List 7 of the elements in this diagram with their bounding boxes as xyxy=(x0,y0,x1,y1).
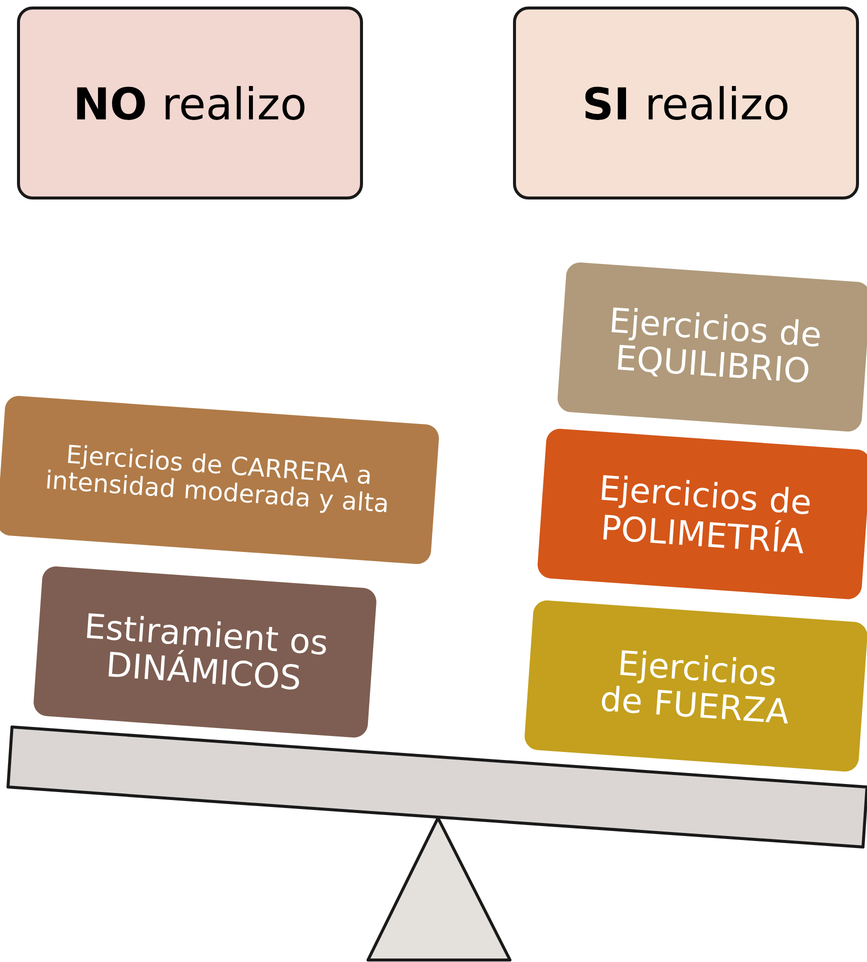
exercise-card: Ejercicios de FUERZA xyxy=(524,600,867,772)
exercise-card: Ejercicios de EQUILIBRIO xyxy=(558,262,867,432)
heading-box: SI realizo xyxy=(513,6,859,200)
exercise-card: Estiramient os DINÁMICOS xyxy=(34,566,376,738)
exercise-card: Ejercicios de POLIMETRÍA xyxy=(538,428,867,600)
exercise-card: Ejercicios de CARRERA a intensidad moderada y alta xyxy=(0,396,439,564)
heading-box: NO realizo xyxy=(17,6,363,200)
